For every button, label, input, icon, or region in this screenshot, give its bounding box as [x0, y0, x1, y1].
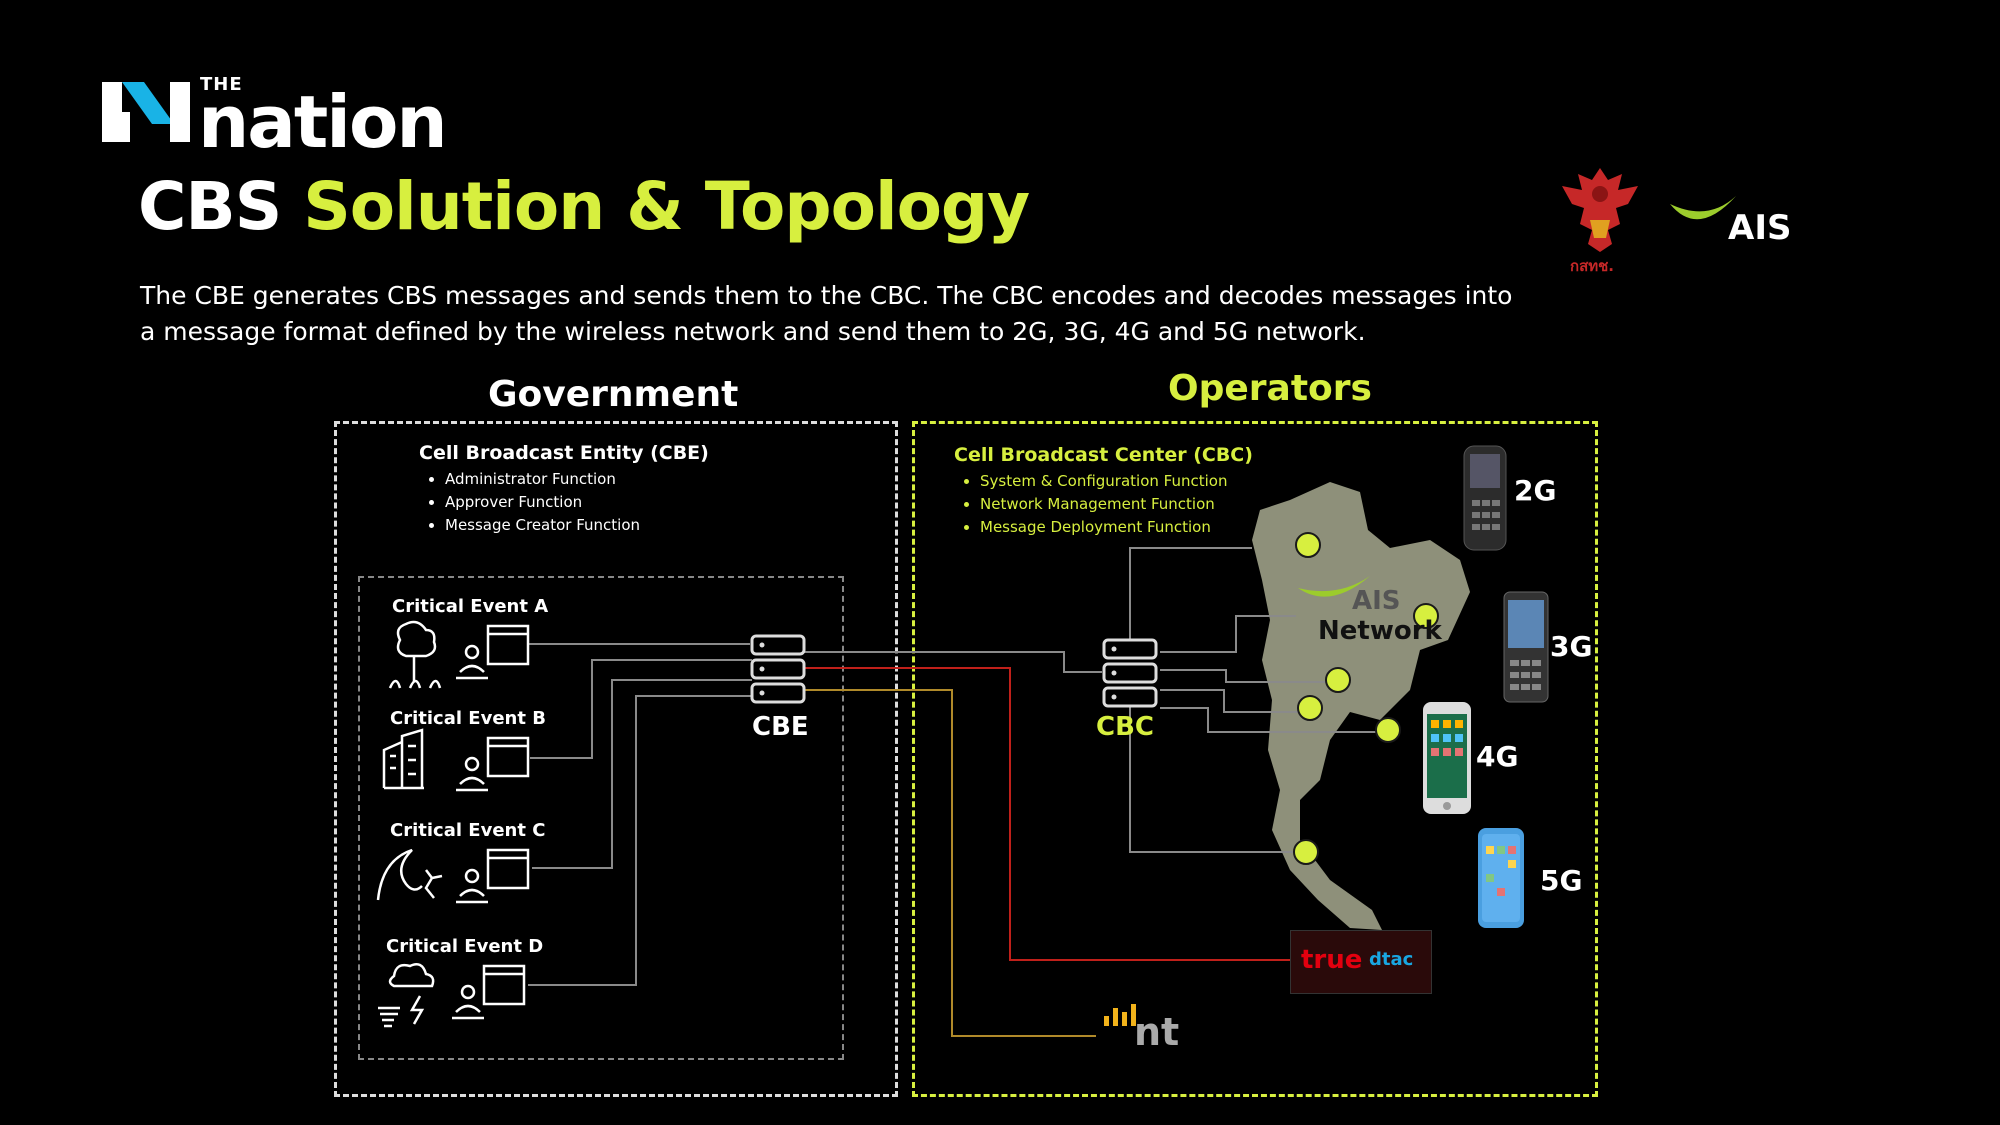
page-title: CBS Solution & Topology: [138, 168, 1030, 245]
gen-label-3g: 3G: [1550, 630, 1593, 663]
phone-4g-icon: [1423, 702, 1471, 814]
event-label-a: Critical Event A: [392, 596, 549, 617]
brand-small-text: THE: [200, 74, 243, 95]
intro-line-1: The CBE generates CBS messages and sends…: [140, 281, 1513, 310]
network-node: [1413, 603, 1439, 629]
intro-line-2: a message format defined by the wireless…: [140, 317, 1366, 346]
true-dtac-logo: true dtac: [1290, 930, 1432, 994]
cbc-center-title: Cell Broadcast Center (CBC): [954, 444, 1253, 466]
event-label-d: Critical Event D: [386, 936, 544, 957]
nation-n-icon: [102, 82, 190, 142]
brand-name: nation: [198, 80, 448, 164]
map-ais-swoosh-icon: [1298, 576, 1370, 597]
network-node: [1375, 717, 1401, 743]
cbc-node-label: CBC: [1096, 712, 1154, 742]
gen-label-5g: 5G: [1540, 864, 1583, 897]
phone-3g-icon: [1503, 591, 1549, 703]
ais-swoosh-icon: [1670, 196, 1736, 220]
cbc-server-icon: [1102, 638, 1158, 708]
critical-events-box: [358, 576, 844, 1060]
event-d-icon: [378, 963, 526, 1028]
phone-2g-icon: [1463, 445, 1507, 551]
network-node: [1295, 532, 1321, 558]
nbtc-caption: กสทช.: [1570, 257, 1615, 275]
cbe-node-label: CBE: [752, 712, 809, 742]
map-network-label: Network: [1318, 616, 1442, 646]
cbc-function-item: Message Deployment Function: [980, 516, 1253, 539]
garuda-emblem-icon: [1562, 168, 1638, 252]
operators-heading: Operators: [1168, 368, 1372, 409]
title-part1: CBS: [138, 168, 282, 245]
network-node: [1293, 839, 1319, 865]
intro-text: The CBE generates CBS messages and sends…: [140, 278, 1540, 350]
event-b-icon: [382, 728, 530, 792]
true-logo-text: true: [1301, 945, 1363, 975]
gen-label-4g: 4G: [1476, 740, 1519, 773]
government-heading: Government: [488, 374, 739, 415]
government-box: [334, 421, 898, 1097]
nt-signal-icon: [1104, 1004, 1136, 1026]
event-label-c: Critical Event C: [390, 820, 546, 841]
cbc-center-block: Cell Broadcast Center (CBC) System & Con…: [954, 444, 1253, 539]
map-ais-label: AIS: [1352, 586, 1401, 616]
network-node: [1297, 695, 1323, 721]
the-nation-logo: THE nation: [100, 68, 460, 162]
cbe-entity-title: Cell Broadcast Entity (CBE): [419, 442, 709, 464]
ais-logo-text: AIS: [1728, 208, 1792, 248]
cbe-server-icon: [750, 634, 806, 704]
cbe-function-item: Administrator Function: [445, 468, 709, 491]
cbc-function-item: Network Management Function: [980, 493, 1253, 516]
thailand-map: [1252, 482, 1470, 930]
gen-label-2g: 2G: [1514, 474, 1557, 507]
network-node: [1325, 667, 1351, 693]
nt-logo-text: nt: [1134, 1010, 1180, 1054]
cbe-function-item: Approver Function: [445, 491, 709, 514]
cbc-function-item: System & Configuration Function: [980, 470, 1253, 493]
cbe-entity-block: Cell Broadcast Entity (CBE) Administrato…: [419, 442, 709, 537]
event-label-b: Critical Event B: [390, 708, 546, 729]
phone-5g-icon: [1478, 828, 1524, 928]
operators-box: [912, 421, 1598, 1097]
dtac-logo-text: dtac: [1369, 949, 1414, 970]
cbe-function-item: Message Creator Function: [445, 514, 709, 537]
event-a-icon: [388, 620, 530, 689]
title-part2: Solution & Topology: [303, 168, 1030, 245]
event-c-icon: [376, 848, 530, 904]
